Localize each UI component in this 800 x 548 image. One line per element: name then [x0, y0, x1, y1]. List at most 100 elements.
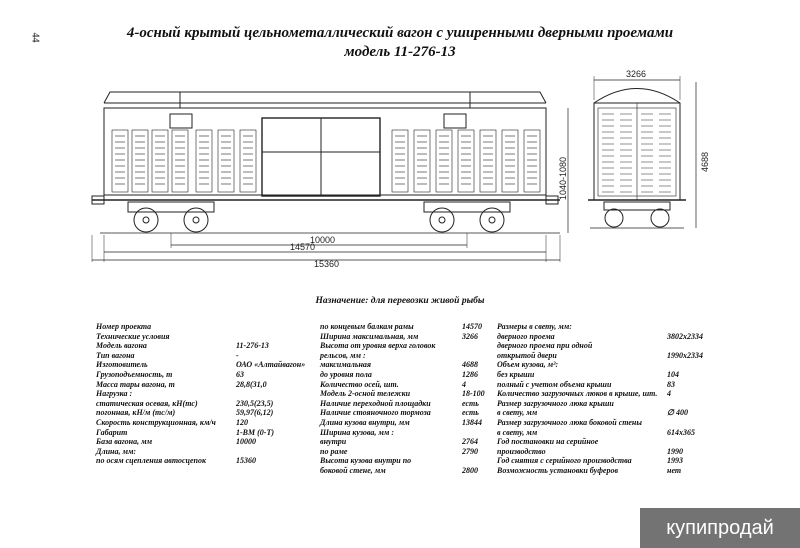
spec-row: по концевым балкам рамы 14570 [320, 322, 495, 332]
dim-base: 10000 [310, 235, 335, 245]
spec-value: 10000 [236, 437, 256, 447]
spec-label: Тип вагона [96, 350, 135, 360]
spec-label: Год постановки на серийное [497, 437, 599, 447]
spec-value: 1990x2334 [667, 350, 703, 360]
spec-value: 63 [236, 369, 244, 379]
spec-row: погонная, кН/м (тс/м) 59,97(6,12) [96, 408, 306, 418]
spec-row: Объем кузова, м³: [497, 360, 727, 370]
spec-value: 4 [462, 379, 466, 389]
spec-label: Изготовитель [96, 360, 148, 370]
spec-row: до уровня пола 1286 [320, 370, 495, 380]
dim-floor-height: 1040-1080 [558, 157, 568, 200]
spec-label: Длина, мм: [96, 446, 137, 456]
spec-value: есть [462, 398, 479, 408]
spec-value: 2800 [462, 465, 478, 475]
spec-label: Скорость конструкционная, км/ч [96, 417, 216, 427]
spec-label: в свету, мм [497, 408, 538, 418]
spec-value: 4688 [462, 360, 478, 370]
spec-row: Ширина кузова, мм : [320, 428, 495, 438]
spec-label: внутри [320, 437, 347, 447]
spec-label: Номер проекта [96, 322, 152, 331]
spec-value: есть [462, 408, 479, 418]
wagon-technical-drawing: 10000 14570 15360 1040-1080 3266 4688 [91, 69, 710, 269]
spec-value: 3802x2334 [667, 331, 703, 341]
title-line-1: 4-осный крытый цельнометаллический вагон… [126, 25, 674, 41]
spec-value: 2764 [462, 437, 478, 447]
side-panel [523, 129, 541, 193]
spec-value: 4 [667, 389, 671, 399]
side-panel [239, 129, 257, 193]
spec-value: 18-100 [462, 389, 485, 399]
spec-row: Количество загрузочных люков в крыше, шт… [497, 389, 727, 399]
spec-row: дверного проема 3802x2334 [497, 332, 727, 342]
spec-row: Высота от уровня верха головок [320, 341, 495, 351]
spec-label: Количество осей, шт. [320, 379, 399, 389]
spec-row: Скорость конструкционная, км/ч 120 [96, 418, 306, 428]
spec-row: статическая осевая, кН(тс)230,5(23,5) [96, 399, 306, 409]
spec-value: 59,97(6,12) [236, 408, 274, 418]
spec-label: дверного проема при одной [497, 341, 593, 351]
spec-row: в свету, мм∅ 400 [497, 408, 727, 418]
side-panel [131, 129, 149, 193]
spec-row: Размер загрузочного люка крыши [497, 399, 727, 409]
spec-value: 14570 [462, 322, 482, 331]
spec-label: полный с учетом объема крыши [497, 379, 612, 389]
spec-row: полный с учетом объема крыши 83 [497, 380, 727, 390]
spec-row: Размер загрузочного люка боковой стены [497, 418, 727, 428]
spec-label: Ширина кузова, мм : [320, 427, 395, 437]
spec-label: Технические условия [96, 331, 170, 341]
spec-value: 28,8(31,0 [236, 379, 267, 389]
dim-height: 4688 [700, 152, 710, 172]
spec-label: по концевым балкам рамы [320, 322, 414, 331]
spec-label: Размер загрузочного люка боковой стены [497, 417, 642, 427]
dim-coupler-length: 15360 [314, 259, 339, 269]
side-panel [171, 129, 189, 193]
spec-label: погонная, кН/м (тс/м) [96, 408, 176, 418]
spec-label: по осям сцепления автосцепок [96, 456, 207, 466]
spec-row: без крыши 104 [497, 370, 727, 380]
watermark: купипродай [640, 508, 800, 548]
spec-label: максимальная [320, 360, 372, 370]
spec-row: Количество осей, шт. 4 [320, 380, 495, 390]
spec-label: до уровня пола [320, 369, 372, 379]
spec-value: 104 [667, 369, 679, 379]
spec-row: открытой двери 1990x2334 [497, 351, 727, 361]
side-panel [151, 129, 169, 193]
spec-row: Высота кузова внутри по [320, 456, 495, 466]
spec-value: 13844 [462, 417, 482, 427]
dim-width: 3266 [626, 69, 646, 79]
spec-label: боковой стене, мм [320, 465, 386, 475]
spec-label: Нагрузка : [96, 389, 133, 399]
spec-value: ОАО «Алтайвагон» [236, 360, 306, 370]
spec-label: открытой двери [497, 350, 557, 360]
spec-label: Высота от уровня верха головок [320, 341, 436, 351]
spec-row: Изготовитель ОАО «Алтайвагон» [96, 360, 306, 370]
spec-value: 83 [667, 379, 675, 389]
spec-value: 2790 [462, 446, 478, 456]
spec-label: Высота кузова внутри по [320, 456, 412, 466]
spec-value: 120 [236, 417, 248, 427]
spec-label: статическая осевая, кН(тс) [96, 398, 198, 408]
spec-label: без крыши [497, 369, 535, 379]
spec-value: 1286 [462, 369, 478, 379]
side-panel [217, 129, 235, 193]
spec-row: боковой стене, мм 2800 [320, 466, 495, 476]
spec-label: дверного проема [497, 331, 555, 341]
spec-row: внутри 2764 [320, 437, 495, 447]
spec-value: 1-ВМ (0-Т) [236, 427, 274, 437]
